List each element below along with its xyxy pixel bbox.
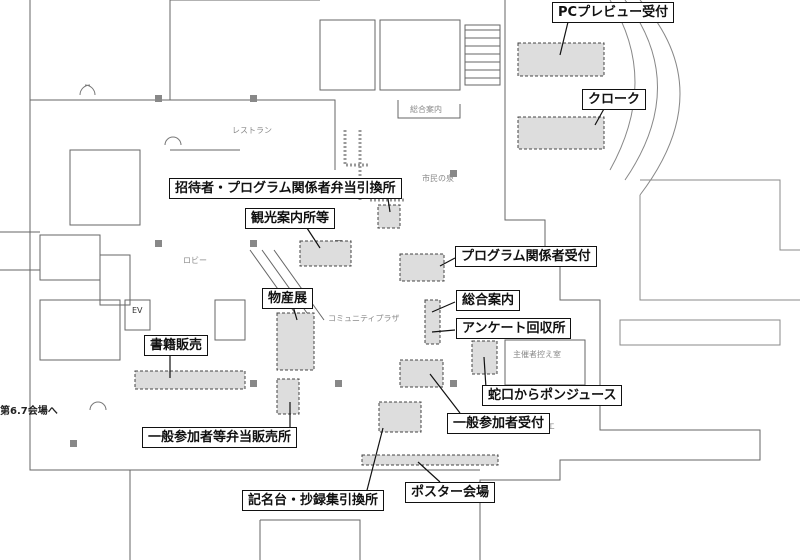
left-room-b — [39, 234, 101, 281]
left-room-a — [69, 149, 141, 226]
door — [164, 136, 182, 146]
callout-poster-venue[interactable]: ポスター会場 — [405, 482, 496, 503]
pointer-line — [387, 198, 391, 213]
door — [89, 401, 107, 411]
booth-tourist-info[interactable] — [299, 240, 352, 267]
column — [155, 240, 162, 247]
community-plaza-label: コミュニティプラザ — [328, 314, 400, 323]
lobby-label: ロビー — [183, 256, 207, 265]
pointer-line — [431, 301, 456, 313]
ev-box — [124, 299, 151, 331]
pointer-line — [417, 461, 441, 483]
callout-book-sales[interactable]: 書籍販売 — [144, 335, 209, 356]
left-room-d — [39, 299, 121, 361]
info-desk-curve — [397, 100, 461, 119]
pointer-line — [559, 21, 569, 56]
pointer-line — [439, 257, 456, 267]
citizens-fountain-label: 市民の泉 — [422, 174, 454, 183]
callout-tourist-info[interactable]: 観光案内所等 — [245, 208, 336, 229]
callout-ponjuice[interactable]: 蛇口からポンジュース — [482, 385, 623, 406]
column — [450, 170, 457, 177]
dotted-partition — [343, 130, 370, 200]
column — [70, 440, 77, 447]
pointer-line — [483, 356, 487, 389]
callout-invitee-lunch[interactable]: 招待者・プログラム関係者弁当引換所 — [169, 178, 402, 199]
booth-general-info[interactable] — [424, 299, 441, 345]
callout-general-info[interactable]: 総合案内 — [456, 290, 521, 311]
booth-guestbook[interactable] — [378, 401, 422, 433]
booth-cloak[interactable] — [517, 116, 605, 150]
pointer-line — [431, 329, 456, 333]
organizer-room — [504, 339, 586, 386]
callout-survey[interactable]: アンケート回収所 — [456, 318, 572, 339]
restaurant-walls — [170, 99, 336, 170]
door — [79, 84, 96, 96]
callout-guestbook[interactable]: 記名台・抄録集引換所 — [242, 490, 385, 511]
exit-to-hall-6-7[interactable]: 第6.7会場へ — [0, 406, 58, 417]
pointer-line — [594, 106, 606, 126]
right-wing — [619, 179, 800, 346]
stair-block — [214, 299, 246, 341]
room-upper-left — [319, 19, 376, 91]
callout-cloak[interactable]: クローク — [582, 89, 647, 110]
callout-general-lunch-sales[interactable]: 一般参加者等弁当販売所 — [142, 427, 298, 448]
room-upper-center — [379, 19, 461, 91]
info-desk-label: 総合案内 — [410, 105, 442, 114]
booth-lunch-sales[interactable] — [276, 378, 300, 415]
column — [335, 380, 342, 387]
column — [250, 240, 257, 247]
booth-book-sales[interactable] — [134, 370, 246, 390]
room-upper-right — [464, 24, 501, 86]
pointer-line — [429, 373, 461, 414]
restaurant-label: レストラン — [232, 126, 272, 135]
left-room-c — [99, 254, 131, 306]
bottom-walls — [130, 469, 480, 560]
booth-local-products[interactable] — [276, 312, 315, 371]
stairs-upper — [465, 29, 500, 79]
column — [155, 95, 162, 102]
column — [450, 380, 457, 387]
organizer-room-label: 主催者控え室 — [513, 350, 561, 359]
callout-general-reception[interactable]: 一般参加者受付 — [447, 413, 551, 434]
booth-program-reception[interactable] — [399, 253, 445, 282]
callout-local-products[interactable]: 物産展 — [262, 288, 314, 309]
booth-pc-preview[interactable] — [517, 42, 605, 77]
column — [250, 95, 257, 102]
callout-pc-preview[interactable]: PCプレビュー受付 — [552, 2, 675, 23]
callout-program-reception[interactable]: プログラム関係者受付 — [455, 246, 597, 267]
booth-poster[interactable] — [361, 454, 499, 466]
column — [250, 380, 257, 387]
building-outline — [0, 0, 761, 560]
pointer-line — [364, 427, 384, 499]
elevator-label: EV — [132, 306, 143, 315]
